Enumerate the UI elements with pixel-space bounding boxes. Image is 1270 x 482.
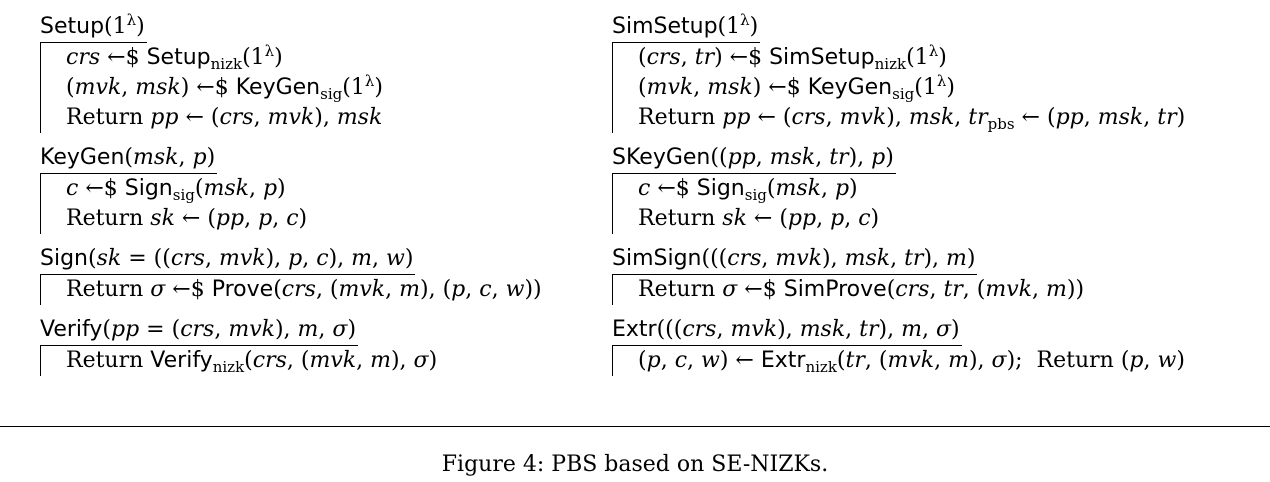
- procedure-simsetup: SimSetup(1λ) (crs, tr) ←$ SimSetupnizk(1…: [612, 12, 1232, 133]
- code-line: (p, c, w) ← Extrnizk(tr, (mvk, m), σ); R…: [638, 348, 1185, 376]
- code-line: Return σ ←$ SimProve(crs, tr, (mvk, m)): [638, 277, 1085, 302]
- procedure-body: crs ←$ Setupnizk(1λ) (mvk, msk) ←$ KeyGe…: [40, 43, 660, 133]
- procedure-simsign: SimSign(((crs, mvk), msk, tr), m) Return…: [612, 244, 1232, 305]
- procedure-body: Return σ ←$ SimProve(crs, tr, (mvk, m)): [612, 275, 1232, 305]
- procedure-header: Extr(((crs, mvk), msk, tr), m, σ): [612, 315, 962, 346]
- procedure-extr: Extr(((crs, mvk), msk, tr), m, σ) (p, c,…: [612, 315, 1232, 376]
- procedure-header: Verify(pp = (crs, mvk), m, σ): [40, 315, 359, 346]
- code-line: c ←$ Signsig(msk, p): [638, 176, 858, 204]
- procedure-keygen: KeyGen(msk, p) c ←$ Signsig(msk, p) Retu…: [40, 143, 660, 234]
- procedure-header: Sign(sk = ((crs, mvk), p, c), m, w): [40, 244, 416, 275]
- code-line: (crs, tr) ←$ SimSetupnizk(1λ): [638, 42, 947, 73]
- code-line: c ←$ Signsig(msk, p): [66, 176, 286, 204]
- procedure-setup: Setup(1λ) crs ←$ Setupnizk(1λ) (mvk, msk…: [40, 12, 660, 133]
- figure-caption: Figure 4: PBS based on SE-NIZKs.: [441, 452, 829, 477]
- code-line: Return Verifynizk(crs, (mvk, m), σ): [66, 348, 438, 376]
- procedure-body: c ←$ Signsig(msk, p) Return sk ← (pp, p,…: [40, 174, 660, 234]
- procedure-body: (crs, tr) ←$ SimSetupnizk(1λ) (mvk, msk)…: [612, 43, 1232, 133]
- procedure-body: Return σ ←$ Prove(crs, (mvk, m), (p, c, …: [40, 275, 660, 305]
- code-line: Return pp ← (crs, mvk), msk, trpbs ← (pp…: [638, 105, 1186, 133]
- code-line: Return σ ←$ Prove(crs, (mvk, m), (p, c, …: [66, 277, 542, 302]
- procedure-sign: Sign(sk = ((crs, mvk), p, c), m, w) Retu…: [40, 244, 660, 305]
- code-line: (mvk, msk) ←$ KeyGensig(1λ): [638, 72, 955, 103]
- right-column: SimSetup(1λ) (crs, tr) ←$ SimSetupnizk(1…: [612, 12, 1232, 386]
- procedure-header: Setup(1λ): [40, 12, 147, 43]
- code-line: (mvk, msk) ←$ KeyGensig(1λ): [66, 72, 383, 103]
- figure-rule: [0, 426, 1270, 427]
- code-line: Return pp ← (crs, mvk), msk: [66, 105, 383, 130]
- left-column: Setup(1λ) crs ←$ Setupnizk(1λ) (mvk, msk…: [40, 12, 660, 386]
- code-line: Return sk ← (pp, p, c): [638, 206, 880, 231]
- procedure-body: c ←$ Signsig(msk, p) Return sk ← (pp, p,…: [612, 174, 1232, 234]
- code-line: crs ←$ Setupnizk(1λ): [66, 42, 283, 73]
- procedure-header: SimSign(((crs, mvk), msk, tr), m): [612, 244, 978, 275]
- procedure-body: (p, c, w) ← Extrnizk(tr, (mvk, m), σ); R…: [612, 346, 1232, 376]
- code-line: Return sk ← (pp, p, c): [66, 206, 308, 231]
- procedure-header: SKeyGen((pp, msk, tr), p): [612, 143, 896, 174]
- procedure-header: KeyGen(msk, p): [40, 143, 218, 174]
- procedure-skeygen: SKeyGen((pp, msk, tr), p) c ←$ Signsig(m…: [612, 143, 1232, 234]
- procedure-verify: Verify(pp = (crs, mvk), m, σ) Return Ver…: [40, 315, 660, 376]
- procedure-body: Return Verifynizk(crs, (mvk, m), σ): [40, 346, 660, 376]
- procedure-header: SimSetup(1λ): [612, 12, 761, 43]
